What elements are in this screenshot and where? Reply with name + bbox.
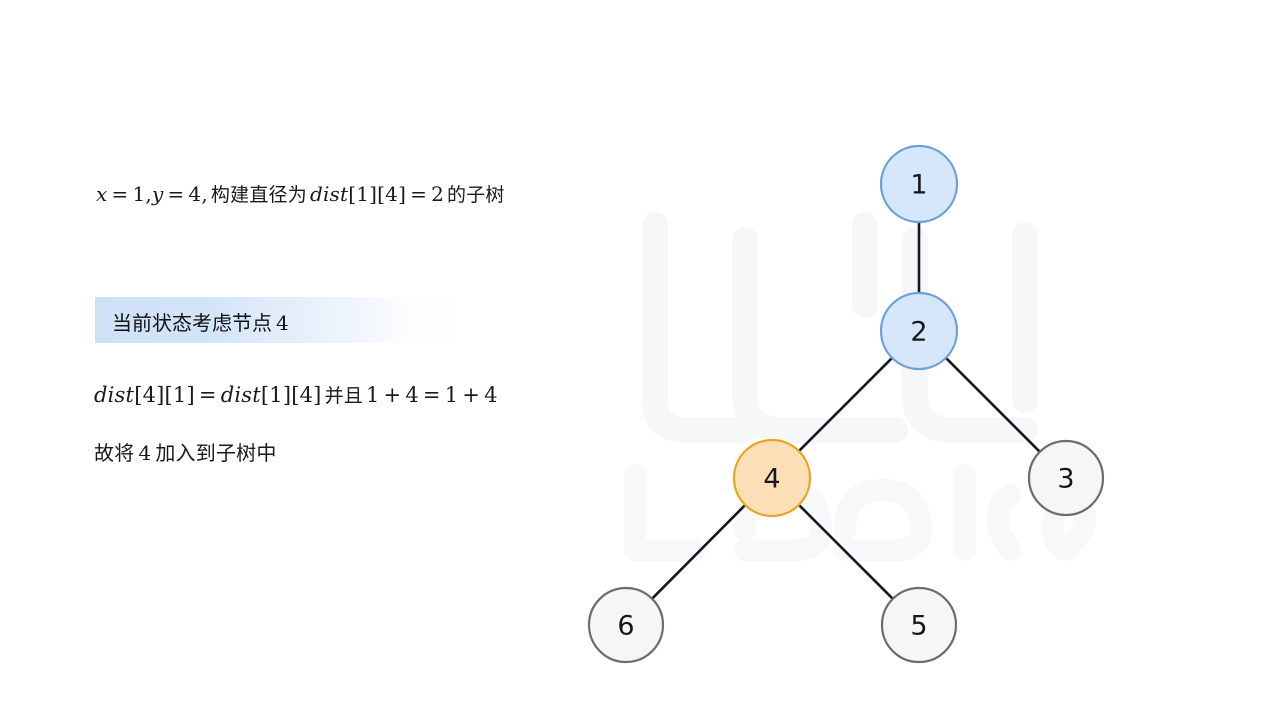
- tree-node-circle-5: [880, 586, 958, 664]
- formula3-token-0: dist: [94, 383, 135, 407]
- current-state-node: 4: [276, 311, 289, 335]
- formula3-token-10: 1: [444, 383, 459, 407]
- tree-edge-4-6: [650, 502, 748, 601]
- current-state-label: 当前状态考虑节点: [112, 311, 272, 335]
- tree-node-circle-1: [879, 144, 959, 224]
- tree-node-label-6: 6: [617, 611, 634, 642]
- formula1-token-9: dist: [309, 182, 349, 206]
- tree-node-label-5: 5: [910, 611, 927, 642]
- tree-node-4[interactable]: 4: [732, 438, 812, 518]
- current-state-highlight: [95, 297, 471, 343]
- tree-node-1[interactable]: 1: [879, 144, 959, 224]
- formula1-token-12: 2: [431, 182, 445, 206]
- formula3-token-4: [1][4]: [260, 383, 322, 407]
- formula1-token-7: ,: [201, 182, 208, 206]
- formula3-token-9: =: [422, 383, 441, 407]
- formula1-token-11: =: [410, 182, 428, 206]
- formula1-token-2: 1: [132, 182, 146, 206]
- formula1-token-4: y: [151, 182, 164, 206]
- formula1-token-0: x: [96, 182, 108, 206]
- formula1-token-5: =: [167, 182, 185, 206]
- formula3-token-5: 并且: [324, 385, 363, 407]
- tree-node-label-1: 1: [910, 170, 927, 201]
- formula3-token-3: dist: [220, 383, 261, 407]
- conclusion-prefix: 故将: [94, 441, 135, 465]
- formula3-token-11: +: [462, 383, 481, 407]
- tree-node-6[interactable]: 6: [587, 586, 665, 664]
- tree-node-5[interactable]: 5: [880, 586, 958, 664]
- formula3-token-1: [4][1]: [134, 383, 195, 407]
- tree-edges: [650, 219, 1042, 601]
- tree-edge-2-3: [943, 355, 1042, 454]
- tree-edge-4-5: [796, 502, 895, 601]
- tree-node-2[interactable]: 2: [879, 291, 959, 371]
- formula3-token-7: +: [383, 383, 402, 407]
- formula1-token-6: 4: [188, 182, 202, 206]
- formula3-token-2: =: [198, 383, 217, 407]
- tree-node-circle-6: [587, 586, 665, 664]
- tree-node-label-4: 4: [763, 464, 780, 495]
- conclusion-suffix: 加入到子树中: [155, 441, 277, 465]
- tree-node-3[interactable]: 3: [1027, 439, 1105, 517]
- formula3-token-12: 4: [484, 383, 498, 407]
- tree-node-label-2: 2: [910, 317, 927, 348]
- formula3-token-8: 4: [405, 383, 419, 407]
- formula3-token-6: 1: [365, 383, 380, 407]
- formula1-token-10: [1][4]: [348, 182, 407, 206]
- conclusion-node: 4: [138, 441, 152, 465]
- tree-edge-2-4: [796, 355, 895, 454]
- formula1-token-3: ,: [145, 182, 152, 206]
- formula1-token-1: =: [111, 182, 129, 206]
- formula1-token-8: 构建直径为: [210, 184, 307, 206]
- tree-node-label-3: 3: [1057, 464, 1074, 495]
- formula1-token-13: 的子树: [447, 184, 505, 206]
